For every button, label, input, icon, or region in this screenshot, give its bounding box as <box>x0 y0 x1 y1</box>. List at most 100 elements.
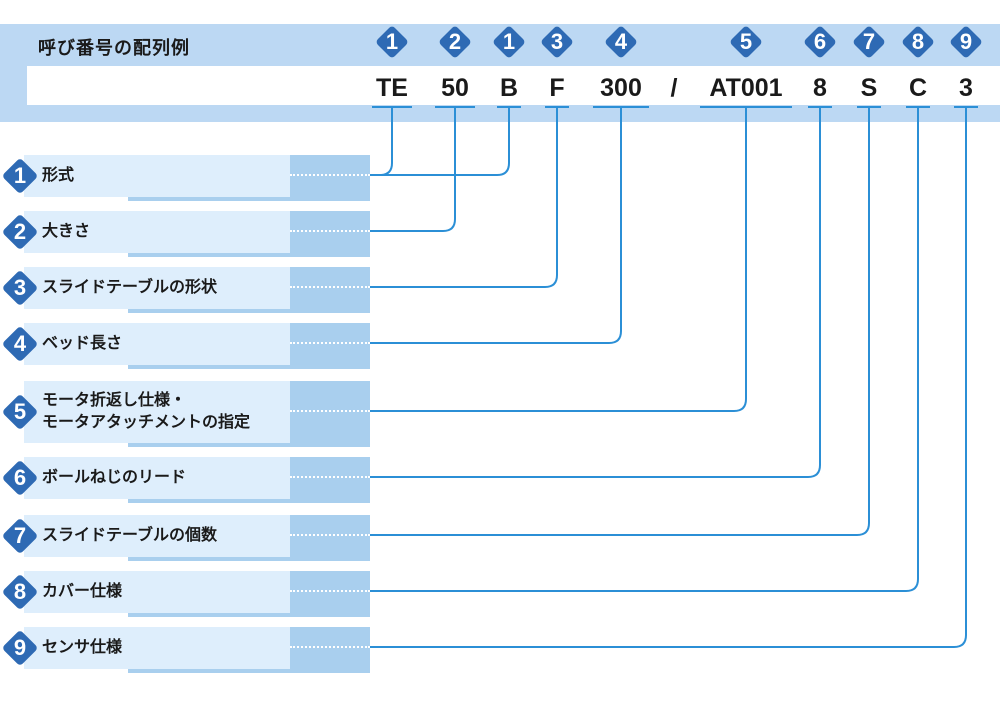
code-number-label: 1 <box>385 29 399 54</box>
item-row <box>24 267 290 309</box>
connector-line <box>370 108 967 648</box>
code-number-label: 3 <box>550 29 564 54</box>
code-number-label: 5 <box>739 29 753 54</box>
code-underline <box>857 106 881 108</box>
item-row-dotted-leader <box>290 590 370 592</box>
code-number-badge: 4 <box>602 23 640 61</box>
code-underline <box>700 106 792 108</box>
item-row-dotted-leader <box>290 286 370 288</box>
code-number-label: 8 <box>911 29 925 54</box>
code-number-badge: 5 <box>727 23 765 61</box>
code-segment: 300 <box>600 74 642 102</box>
item-row <box>24 211 290 253</box>
item-row <box>24 457 290 499</box>
item-number-label: 9 <box>13 635 27 660</box>
code-number-badge: 1 <box>373 23 411 61</box>
item-label: ボールねじのリード <box>42 467 187 486</box>
connector-line <box>370 108 456 232</box>
connector-line <box>370 108 919 592</box>
code-separator: / <box>670 74 678 102</box>
item-number-label: 1 <box>13 163 27 188</box>
code-number-label: 6 <box>813 29 827 54</box>
item-row-dotted-leader <box>290 410 370 412</box>
item-label: カバー仕様 <box>42 581 123 600</box>
item-row <box>24 515 290 557</box>
code-underline <box>906 106 930 108</box>
code-segment: B <box>499 74 519 102</box>
item-row-dotted-leader <box>290 230 370 232</box>
item-number-badge: 1 <box>1 157 39 195</box>
connector-line <box>370 108 510 176</box>
code-number-label: 4 <box>614 29 628 54</box>
item-label: スライドテーブルの形状 <box>42 277 218 296</box>
connector-line <box>370 108 747 412</box>
item-number-badge: 6 <box>1 459 39 497</box>
item-number-badge: 2 <box>1 213 39 251</box>
item-row-dotted-leader <box>290 342 370 344</box>
code-underline <box>593 106 649 108</box>
code-number-label: 1 <box>502 29 516 54</box>
item-label: ベッド長さ <box>42 333 123 352</box>
code-underline <box>545 106 569 108</box>
item-label: 大きさ <box>42 221 91 240</box>
item-number-badge: 9 <box>1 629 39 667</box>
item-number-label: 3 <box>13 275 27 300</box>
item-number-badge: 8 <box>1 573 39 611</box>
code-number-badge: 1 <box>490 23 528 61</box>
connector-line <box>370 108 558 288</box>
code-number-badge: 3 <box>538 23 576 61</box>
code-number-badge: 8 <box>899 23 937 61</box>
item-number-label: 6 <box>13 465 27 490</box>
code-segment: TE <box>376 74 408 102</box>
item-row-dotted-leader <box>290 534 370 536</box>
item-row-dotted-leader <box>290 174 370 176</box>
code-number-label: 9 <box>959 29 973 54</box>
code-number-label: 2 <box>448 29 462 54</box>
item-row <box>24 155 290 197</box>
item-row-dotted-leader <box>290 476 370 478</box>
code-number-badge: 2 <box>436 23 474 61</box>
item-number-label: 8 <box>13 579 27 604</box>
diagram-title: 呼び番号の配列例 <box>38 38 190 59</box>
code-underline <box>435 106 475 108</box>
connector-line <box>370 108 622 344</box>
item-label: モータアタッチメントの指定 <box>42 412 251 431</box>
item-label: モータ折返し仕様・ <box>42 390 187 409</box>
item-number-badge: 3 <box>1 269 39 307</box>
code-underline <box>808 106 832 108</box>
code-segment: 3 <box>959 74 973 102</box>
item-number-badge: 7 <box>1 517 39 555</box>
item-number-label: 7 <box>13 523 27 548</box>
code-underline <box>497 106 521 108</box>
code-number-badge: 7 <box>850 23 888 61</box>
item-row-dotted-leader <box>290 646 370 648</box>
item-number-label: 5 <box>13 399 27 424</box>
code-strip <box>27 66 1000 105</box>
item-number-badge: 4 <box>1 325 39 363</box>
item-row <box>24 381 290 443</box>
item-label: センサ仕様 <box>42 637 123 656</box>
code-underline <box>954 106 978 108</box>
item-number-label: 2 <box>13 219 27 244</box>
connector-line <box>370 108 870 536</box>
item-label: 形式 <box>42 165 75 184</box>
code-segment: 50 <box>441 74 469 102</box>
code-segment: F <box>549 74 565 102</box>
item-label: スライドテーブルの個数 <box>42 525 218 544</box>
code-number-badge: 9 <box>947 23 985 61</box>
code-underline <box>372 106 412 108</box>
code-segment: AT001 <box>709 74 783 102</box>
item-row <box>24 323 290 365</box>
code-segment: S <box>860 74 878 102</box>
code-number-label: 7 <box>862 29 876 54</box>
code-segment: 8 <box>813 74 827 102</box>
item-number-badge: 5 <box>1 393 39 431</box>
connector-line <box>370 108 821 478</box>
code-number-badge: 6 <box>801 23 839 61</box>
item-row <box>24 627 290 669</box>
item-row <box>24 571 290 613</box>
code-segment: C <box>908 74 928 102</box>
item-number-label: 4 <box>13 331 27 356</box>
connector-line <box>370 108 393 176</box>
